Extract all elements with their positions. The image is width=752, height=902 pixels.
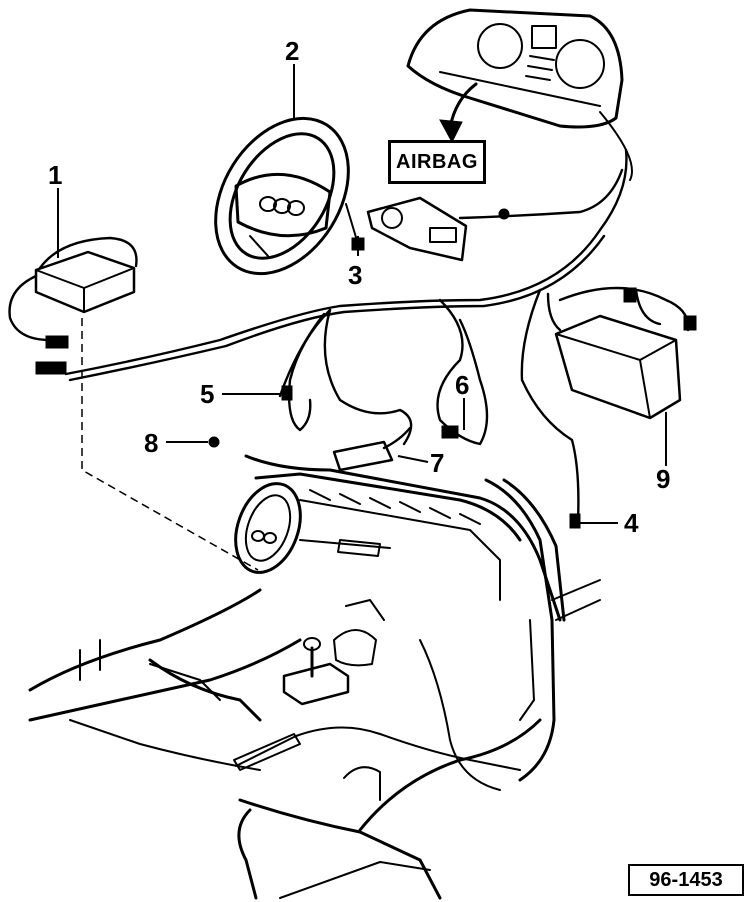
callout-1: 1 bbox=[48, 160, 63, 190]
callout-5: 5 bbox=[200, 379, 215, 409]
passenger-airbag-module bbox=[554, 314, 682, 420]
callout-2: 2 bbox=[285, 36, 300, 66]
callout-8: 8 bbox=[144, 428, 159, 458]
leader-lines bbox=[57, 64, 667, 571]
steering-wheel bbox=[214, 116, 350, 276]
callout-6: 6 bbox=[455, 370, 470, 400]
tensioner-unit bbox=[332, 426, 412, 472]
reference-number: 96-1453 bbox=[628, 864, 744, 896]
instrument-cluster bbox=[406, 8, 633, 181]
vehicle-interior bbox=[28, 454, 601, 900]
airbag-badge: AIRBAG bbox=[388, 140, 486, 184]
clock-spring bbox=[345, 196, 468, 262]
reference-number-text: 96-1453 bbox=[649, 868, 723, 891]
cluster-arrow bbox=[439, 82, 478, 144]
wiring-harness bbox=[64, 148, 690, 522]
callout-3: 3 bbox=[348, 260, 363, 290]
callout-7: 7 bbox=[430, 448, 445, 478]
callout-4: 4 bbox=[624, 508, 639, 538]
callout-9: 9 bbox=[656, 464, 671, 494]
airbag-badge-text: AIRBAG bbox=[396, 150, 478, 173]
control-unit bbox=[8, 236, 138, 375]
